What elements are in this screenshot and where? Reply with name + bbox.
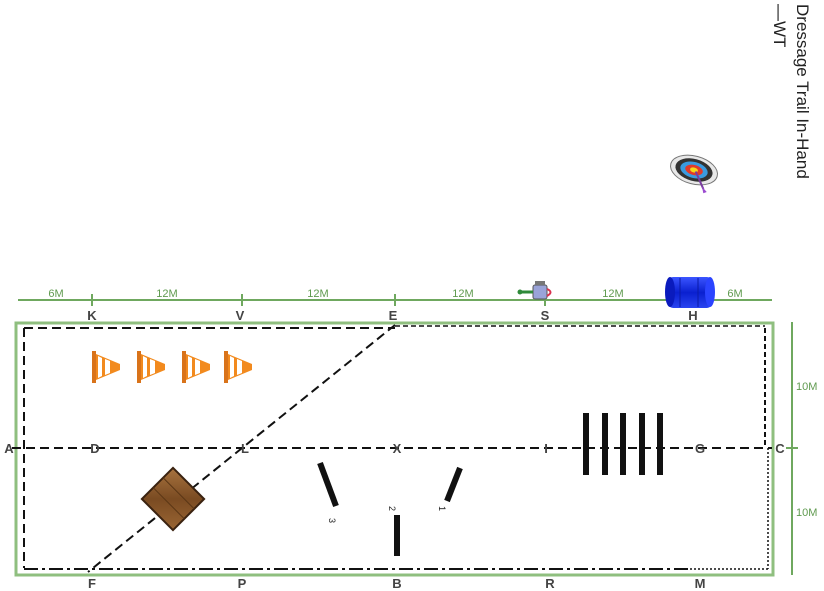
cones — [92, 351, 252, 383]
pole-number-2: 2 — [387, 506, 397, 511]
cone-icon — [224, 351, 252, 383]
watering-can-icon — [517, 281, 552, 300]
letter-d: D — [90, 441, 99, 456]
right-measure-bar: 10M 10M — [786, 322, 817, 575]
pole-number-1: 1 — [437, 506, 447, 511]
letter-m: M — [695, 576, 706, 591]
measure-label: 10M — [796, 507, 817, 519]
barrel-icon — [665, 277, 715, 308]
letter-x: X — [393, 441, 402, 456]
measure-label: 12M — [452, 288, 473, 300]
measure-label: 10M — [796, 381, 817, 393]
letter-f: F — [88, 576, 96, 591]
cone-icon — [137, 351, 165, 383]
pole-number-3: 3 — [327, 518, 337, 523]
arena-letters: K V E S H A D L X I G C F P B R M — [4, 308, 785, 591]
letter-s: S — [541, 308, 550, 323]
pole-1 — [444, 466, 463, 503]
measure-label: 12M — [156, 288, 177, 300]
measure-label: 6M — [48, 288, 63, 300]
pole — [620, 413, 626, 475]
top-measure-bar: 6M 12M 12M 12M 12M 6M — [18, 288, 772, 306]
pole — [583, 413, 589, 475]
pole — [657, 413, 663, 475]
letter-p: P — [238, 576, 247, 591]
measure-label: 12M — [307, 288, 328, 300]
letter-c: C — [775, 441, 785, 456]
letter-b: B — [392, 576, 401, 591]
letter-r: R — [545, 576, 555, 591]
letter-e: E — [389, 308, 398, 323]
letter-k: K — [87, 308, 97, 323]
letter-v: V — [236, 308, 245, 323]
pole — [639, 413, 645, 475]
target-icon — [670, 154, 718, 194]
letter-a: A — [4, 441, 14, 456]
letter-l: L — [241, 441, 249, 456]
cone-icon — [92, 351, 120, 383]
measure-label: 12M — [602, 288, 623, 300]
letter-h: H — [688, 308, 697, 323]
letter-i: I — [544, 441, 548, 456]
letter-g: G — [695, 441, 705, 456]
course-path — [12, 324, 772, 573]
ground-poles — [583, 413, 663, 475]
pole-3 — [317, 461, 339, 508]
wooden-box-icon — [140, 466, 206, 532]
numbered-poles: 3 2 1 — [317, 461, 463, 556]
pole — [602, 413, 608, 475]
cone-icon — [182, 351, 210, 383]
measure-label: 6M — [727, 288, 742, 300]
